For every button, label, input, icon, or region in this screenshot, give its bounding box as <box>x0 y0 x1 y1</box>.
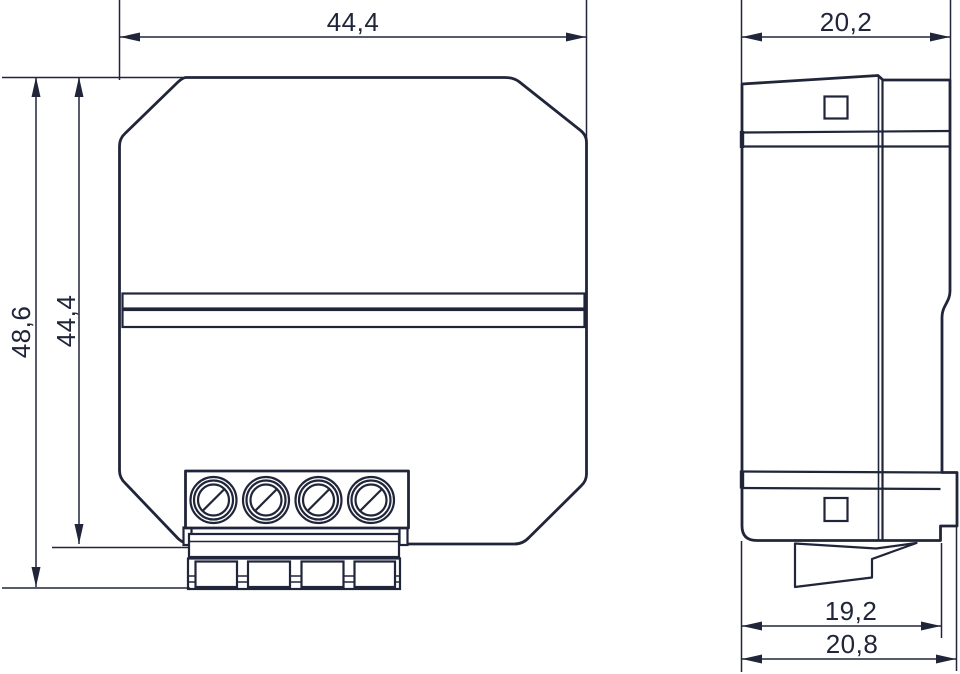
dim-front-height-total: 48,6 <box>2 76 190 589</box>
dim-side-depth-body-label: 19,2 <box>825 596 878 626</box>
terminal-ear-right <box>398 526 409 547</box>
dim-side-depth-top-label: 20,2 <box>820 7 873 37</box>
screw-terminal-1 <box>189 475 238 525</box>
terminal-bridge-marks <box>189 575 400 583</box>
arrowhead-right <box>930 32 950 42</box>
dim-front-height-total-label: 48,6 <box>6 306 36 359</box>
arrowhead-up <box>74 77 84 97</box>
front-band-lower <box>121 308 586 329</box>
terminal-block <box>182 469 410 591</box>
side-band-bottom-upper-line <box>741 470 943 474</box>
dim-side-depth-total-label: 20,8 <box>826 629 879 659</box>
terminal-tab-3 <box>300 560 345 589</box>
dim-front-height-body-label: 44,4 <box>51 295 81 348</box>
terminal-tab-1 <box>194 560 239 589</box>
arrowhead-down <box>31 567 41 587</box>
side-view <box>739 74 959 589</box>
side-band-bottom-notch <box>739 470 745 489</box>
arrowhead-left <box>742 621 762 631</box>
screw-terminal-2 <box>241 475 291 525</box>
terminal-lower-section <box>186 557 402 591</box>
terminal-flange <box>187 532 401 559</box>
arrowhead-up <box>31 77 41 97</box>
arrowhead-right <box>936 654 956 664</box>
arrowhead-left <box>120 32 140 42</box>
side-spring-clip <box>793 541 918 589</box>
terminal-tab-2 <box>246 560 292 589</box>
arrowhead-down <box>74 524 84 544</box>
side-band-top-notch <box>739 131 745 148</box>
front-view <box>118 76 588 591</box>
dim-front-width-label: 44,4 <box>327 7 380 37</box>
screw-terminal-4 <box>346 475 396 525</box>
side-body-outline <box>740 74 959 542</box>
dim-side-depth-body: 19,2 <box>740 541 943 672</box>
dim-front-height-body: 44,4 <box>51 77 189 549</box>
screw-terminal-3 <box>294 475 343 525</box>
side-square-hole-top <box>823 95 849 120</box>
arrowhead-left <box>742 654 762 664</box>
terminal-tab-4 <box>353 560 397 589</box>
arrowhead-left <box>742 32 762 42</box>
front-band-upper <box>121 292 586 310</box>
dim-side-depth-total: 20,8 <box>742 527 958 671</box>
side-square-hole-bottom <box>823 496 849 523</box>
side-band-top-upper-line <box>741 129 951 134</box>
arrowhead-right <box>921 621 941 631</box>
dim-side-depth-top: 20,2 <box>740 0 952 83</box>
arrowhead-right <box>566 32 586 42</box>
side-band-bottom-lower-line <box>741 486 941 491</box>
dim-front-width: 44,4 <box>118 0 588 140</box>
